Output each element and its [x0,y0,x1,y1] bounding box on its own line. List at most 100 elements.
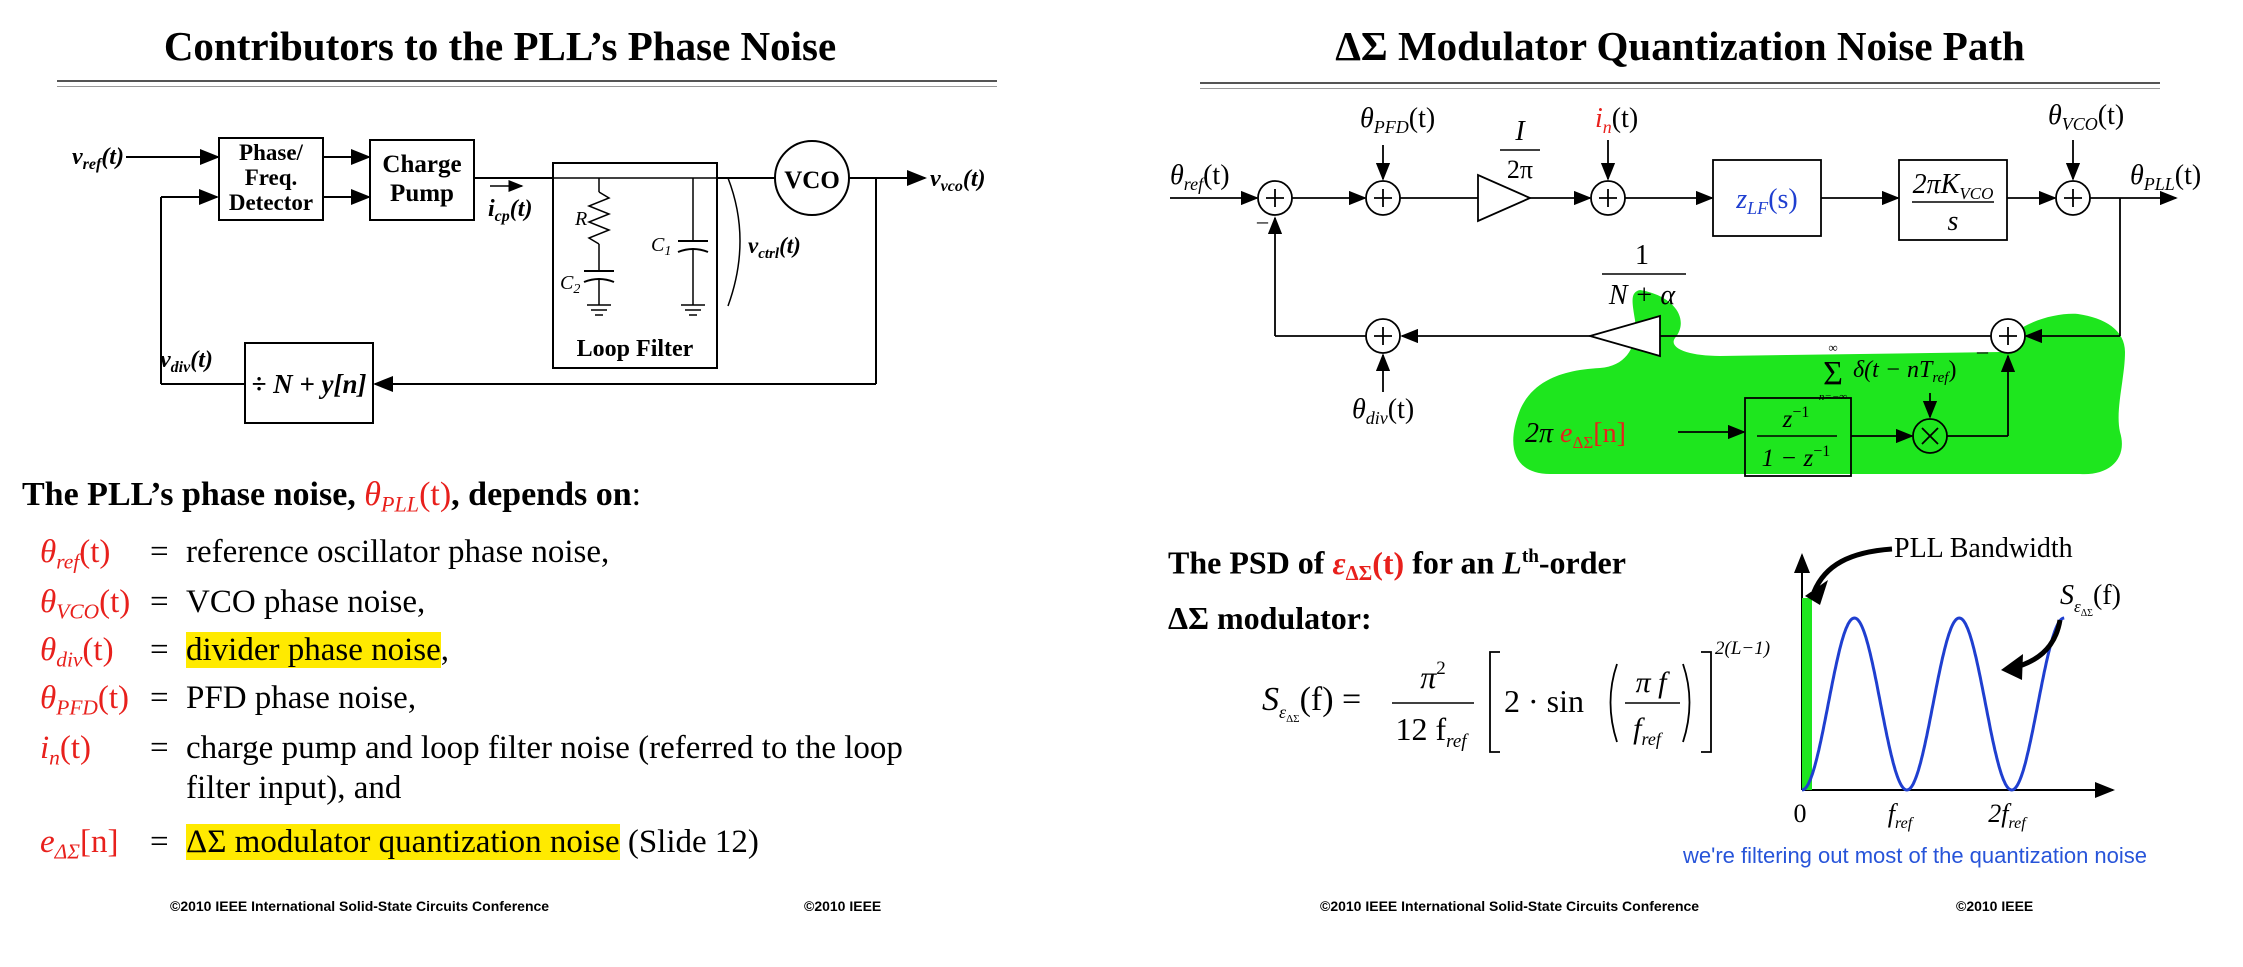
pfd-label-2: Freq. [245,165,298,190]
loop-filter-block [552,162,718,369]
theta-pfd-label: θPFD(t) [1360,103,1435,137]
right-slide: ΔΣ Modulator Quantization Noise Path θre… [1120,0,2243,967]
vco-numerator: 2πKVCO [1913,169,1994,203]
pll-block-diagram: vref(t) Phase/ Freq. Detector Charge Pum… [72,137,986,424]
pll-bandwidth-label: PLL Bandwidth [1894,533,2073,564]
impulse-train: δ(t − nTref) [1853,357,1956,386]
contributor-description-cont: filter input), and [186,770,402,806]
zlf-label: zLF(s) [1735,184,1797,218]
formula-num: π2 [1420,658,1446,695]
left-slide: Contributors to the PLL’s Phase Noise vr… [0,0,1120,967]
pfd-label-1: Phase/ [239,140,304,165]
contributor-symbol: θPFD(t) [40,680,130,720]
contributor-symbol: in(t) [40,730,92,770]
title-rule [57,80,997,82]
sum1-minus: – [1256,208,1269,233]
vco-block [1898,159,2008,241]
resistor-symbol [586,191,612,245]
vco-denominator: s [1948,206,1959,237]
x-tick-fref: fref [1888,799,1915,832]
contributor-description: ΔΣ modulator quantization noise (Slide 1… [186,824,759,860]
formula-exponent: 2(L−1) [1715,638,1770,659]
charge-pump-block [369,139,475,221]
left-slide-title: Contributors to the PLL’s Phase Noise [163,23,837,69]
contributor-equals: = [150,632,169,668]
contributor-equals: = [150,584,169,620]
formula-den: 12 fref [1395,711,1469,752]
psd-formula: SεΔΣ(f) = π2 12 fref 2 · sin π f fref 2(… [1262,638,1770,753]
left-footer-copyright: ©2010 IEEE [804,898,882,914]
vctrl-label: vctrl(t) [748,233,801,262]
right-footer-copyright: ©2010 IEEE [1956,898,2034,914]
loop-filter-label: Loop Filter [577,336,694,362]
contributor-symbol: eΔΣ[n] [40,824,119,864]
contributor-description: VCO phase noise, [186,584,426,620]
fb-numerator: 1 [1635,240,1649,271]
r-label: R [574,208,587,230]
x-tick-0: 0 [1794,799,1807,828]
acc-denominator: 1 − z−1 [1762,443,1831,472]
vco-label: VCO [784,167,840,194]
gain-numerator: I [1514,116,1526,147]
x-tick-2fref: 2fref [1988,799,2028,832]
icp-label: icp(t) [488,196,532,225]
noise-path-diagram: θref(t) – θPFD(t) I 2π in(t) zLF(s) 2πKV… [1170,100,2201,832]
contributor-equals: = [150,680,169,716]
phase-noise-heading: The PLL’s phase noise, θPLL(t), depends … [22,476,642,517]
contributor-equals: = [150,824,169,860]
sum-sigma: Σ [1823,355,1843,392]
theta-ref-label: θref(t) [1170,160,1230,194]
psd-curve [1801,616,2065,792]
contributor-equals: = [150,730,169,766]
right-title-rule [1200,82,2160,84]
theta-pll-label: θPLL(t) [2130,160,2201,194]
vvco-label: vvco(t) [930,166,986,195]
contributor-description: PFD phase noise, [186,680,417,716]
divider-label: ÷ N + y[n] [252,369,367,399]
vctrl-arc [727,177,741,307]
acc-numerator: z−1 [1782,404,1810,433]
filtering-note: we're filtering out most of the quantiza… [1683,843,2148,868]
title-rule-thin [57,86,997,87]
deltasigma-source: 2π eΔΣ[n] [1525,418,1626,452]
right-title-rule-thin [1200,88,2160,89]
in-label: in(t) [1595,103,1638,137]
sum-bottom: n=−∞ [1819,391,1847,403]
sum-top: ∞ [1828,340,1837,355]
contributor-equals: = [150,534,169,570]
theta-vco-label: θVCO(t) [2048,100,2124,134]
theta-div-label: θdiv(t) [1352,394,1414,428]
charge-pump-label-2: Pump [390,180,454,207]
gain-denominator: 2π [1507,155,1533,184]
psd-heading: The PSD of εΔΣ(t) for an Lth-order ΔΣ mo… [1168,544,1626,636]
psd-curve-label: SεΔΣ(f) [2060,580,2121,619]
pll-bandwidth-region [1802,598,1812,790]
right-footer-conference: ©2010 IEEE International Solid-State Cir… [1320,898,1700,914]
curve-arrow-head [2001,654,2023,680]
contributor-description: reference oscillator phase noise, [186,534,610,570]
pfd-block [218,137,324,221]
contributor-description: divider phase noise, [186,632,450,668]
right-slide-title: ΔΣ Modulator Quantization Noise Path [1335,23,2025,69]
charge-pump-gain [1477,173,1533,223]
formula-lhs: SεΔΣ(f) = [1262,681,1361,725]
contributor-description: charge pump and loop filter noise (refer… [186,730,903,766]
c2-label: C2 [560,272,580,297]
divider-gain [1586,314,1661,358]
sum-ds-minus: – [1976,338,1989,363]
contributor-symbol: θdiv(t) [40,632,114,672]
formula-inner-den: fref [1633,712,1664,749]
accumulator-block [1744,397,1852,477]
pfd-label-3: Detector [229,190,313,215]
contributor-symbol: θref(t) [40,534,111,574]
formula-inner-num: π f [1636,666,1671,699]
charge-pump-label-1: Charge [382,151,461,178]
vref-label: vref(t) [72,144,124,173]
formula-bracket-body: 2 · sin [1504,683,1584,719]
vdiv-label: vdiv(t) [160,347,213,376]
bandwidth-arrow-head [1805,580,1828,605]
contributor-symbol: θVCO(t) [40,584,131,624]
left-footer-conference: ©2010 IEEE International Solid-State Cir… [170,898,550,914]
fb-denominator: N + α [1608,280,1677,311]
c1-label: C1 [651,234,671,259]
